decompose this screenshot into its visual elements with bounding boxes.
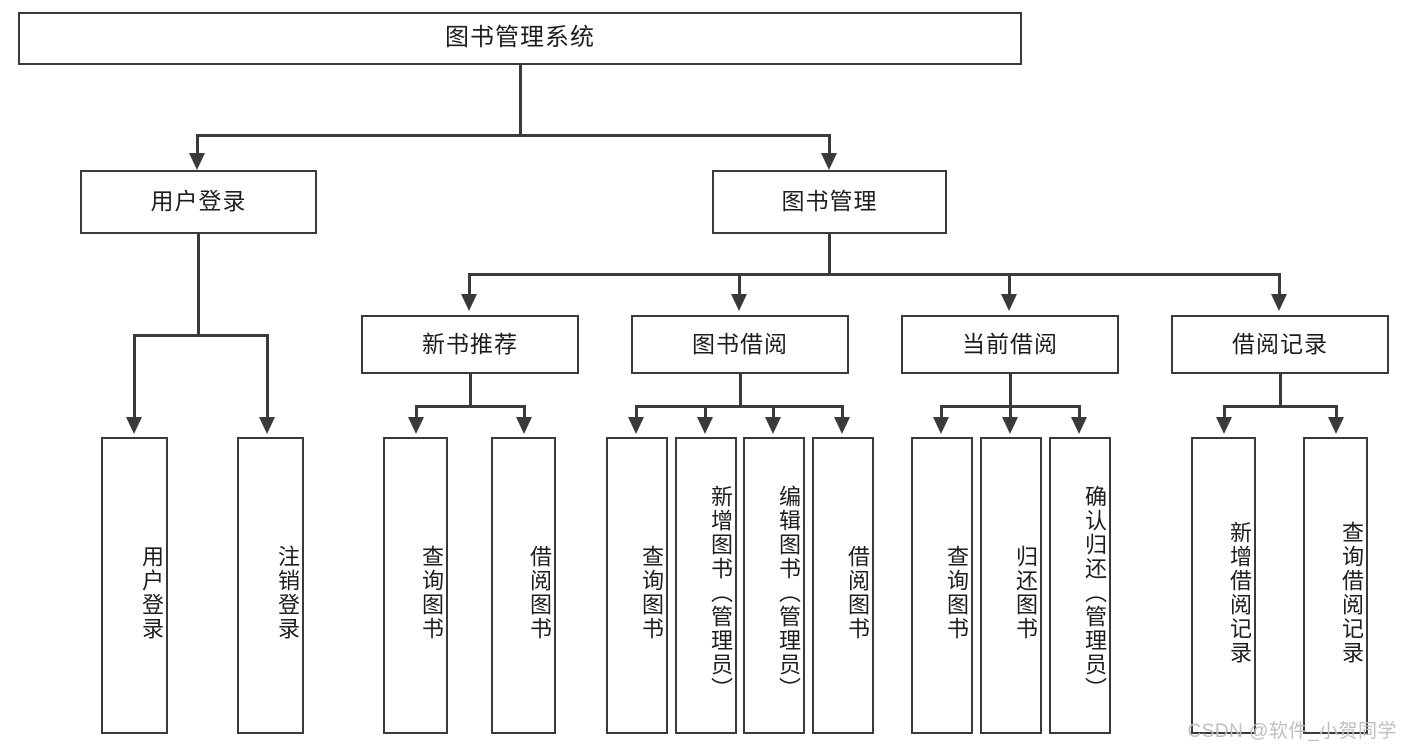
arrowhead-cb-query-book <box>933 417 949 434</box>
leaf-bb-borrow-book[interactable]: 借阅图书 <box>812 437 874 734</box>
node-label: 图书借阅 <box>692 330 788 357</box>
node-borrow-record[interactable]: 借阅记录 <box>1171 315 1389 374</box>
connector-new-book-bar <box>415 405 525 408</box>
connector-root-stem <box>519 65 522 135</box>
node-label: 注销登录 <box>275 544 300 641</box>
arrowhead-bb-add-book <box>697 417 713 434</box>
node-label: 新书推荐 <box>422 330 518 357</box>
node-label: 图书管理 <box>781 188 878 215</box>
connector-user-login-bar <box>133 334 268 337</box>
arrowhead-current-borrow <box>1001 294 1017 311</box>
leaf-cb-query-book[interactable]: 查询图书 <box>911 437 973 734</box>
connector-borrow-record-stem <box>1279 374 1282 407</box>
arrowhead-book-borrow <box>731 294 747 311</box>
arrowhead-book-mgmt <box>821 153 837 170</box>
node-label: 借阅记录 <box>1232 330 1328 357</box>
connector-bb-to-leaf-3 <box>772 405 775 420</box>
node-label: 图书管理系统 <box>445 24 595 52</box>
connector-book-borrow-bar <box>635 405 843 408</box>
arrowhead-cb-return-book <box>1002 417 1018 434</box>
connector-new-book-to-leaf-1 <box>415 405 418 420</box>
leaf-br-add-record[interactable]: 新增借阅记录 <box>1191 437 1256 734</box>
connector-cb-to-leaf-3 <box>1078 405 1081 420</box>
leaf-cb-confirm-return[interactable]: 确认归还（管理员） <box>1049 437 1111 734</box>
connector-book-mgmt-to-current-borrow <box>1008 273 1011 297</box>
arrowhead-bb-query-book <box>628 417 644 434</box>
leaf-cb-return-book[interactable]: 归还图书 <box>980 437 1042 734</box>
leaf-logout[interactable]: 注销登录 <box>237 437 304 734</box>
arrowhead-bb-edit-book <box>765 417 781 434</box>
leaf-br-query-record[interactable]: 查询借阅记录 <box>1303 437 1368 734</box>
leaf-bb-query-book[interactable]: 查询图书 <box>606 437 668 734</box>
connector-book-mgmt-bar <box>468 273 1281 276</box>
arrowhead-borrow-record <box>1271 294 1287 311</box>
connector-cb-to-leaf-1 <box>940 405 943 420</box>
node-root-library-system[interactable]: 图书管理系统 <box>18 12 1022 65</box>
connector-book-borrow-stem <box>739 374 742 407</box>
node-new-book-recommend[interactable]: 新书推荐 <box>361 315 579 374</box>
arrowhead-leaf-logout <box>259 417 275 434</box>
node-book-management[interactable]: 图书管理 <box>712 170 947 234</box>
node-label: 借阅图书 <box>527 544 552 641</box>
node-label: 查询图书 <box>639 544 664 641</box>
leaf-nb-borrow-book[interactable]: 借阅图书 <box>491 437 556 734</box>
node-book-borrow[interactable]: 图书借阅 <box>631 315 849 374</box>
connector-book-mgmt-to-borrow-record <box>1278 273 1281 297</box>
node-label: 新增图书（管理员） <box>708 484 733 701</box>
node-label: 查询图书 <box>419 544 444 641</box>
connector-user-login-stem <box>197 234 200 336</box>
connector-new-book-to-leaf-2 <box>523 405 526 420</box>
node-label: 用户登录 <box>139 544 164 641</box>
node-label: 当前借阅 <box>962 330 1058 357</box>
arrowhead-cb-confirm-return <box>1071 417 1087 434</box>
connector-borrow-record-bar <box>1223 405 1337 408</box>
connector-bb-to-leaf-1 <box>635 405 638 420</box>
node-user-login[interactable]: 用户登录 <box>80 170 317 234</box>
connector-book-mgmt-to-book-borrow <box>738 273 741 297</box>
connector-new-book-stem <box>469 374 472 407</box>
node-label: 借阅图书 <box>845 544 870 641</box>
connector-root-bar <box>196 134 830 137</box>
connector-user-login-to-leaf-2 <box>266 334 269 420</box>
node-label: 新增借阅记录 <box>1227 520 1252 665</box>
arrowhead-user-login <box>189 153 205 170</box>
connector-user-login-to-leaf-1 <box>133 334 136 420</box>
arrowhead-new-book-recommend <box>461 294 477 311</box>
arrowhead-nb-query-book <box>408 417 424 434</box>
arrowhead-br-add-record <box>1216 417 1232 434</box>
connector-bb-to-leaf-2 <box>704 405 707 420</box>
arrowhead-nb-borrow-book <box>516 417 532 434</box>
connector-br-to-leaf-1 <box>1223 405 1226 420</box>
connector-current-borrow-stem <box>1009 374 1012 407</box>
node-label: 编辑图书（管理员） <box>776 484 801 701</box>
connector-root-to-book-mgmt <box>828 134 831 159</box>
arrowhead-leaf-user-login <box>126 417 142 434</box>
connector-br-to-leaf-2 <box>1335 405 1338 420</box>
node-label: 用户登录 <box>150 188 247 215</box>
csdn-watermark: CSDN @软件_小贺同学 <box>1187 721 1397 742</box>
node-current-borrow[interactable]: 当前借阅 <box>901 315 1119 374</box>
leaf-bb-add-book[interactable]: 新增图书（管理员） <box>675 437 737 734</box>
connector-root-to-user-login <box>196 134 199 159</box>
arrowhead-br-query-record <box>1328 417 1344 434</box>
node-label: 查询借阅记录 <box>1339 520 1364 665</box>
connector-bb-to-leaf-4 <box>841 405 844 420</box>
node-label: 查询图书 <box>944 544 969 641</box>
leaf-nb-query-book[interactable]: 查询图书 <box>383 437 448 734</box>
connector-book-mgmt-stem <box>828 233 831 275</box>
arrowhead-bb-borrow-book <box>834 417 850 434</box>
leaf-user-login[interactable]: 用户登录 <box>101 437 168 734</box>
node-label: 确认归还（管理员） <box>1082 484 1107 701</box>
connector-cb-to-leaf-2 <box>1009 405 1012 420</box>
node-label: 归还图书 <box>1013 544 1038 641</box>
connector-book-mgmt-to-new-book <box>468 273 471 297</box>
leaf-bb-edit-book[interactable]: 编辑图书（管理员） <box>743 437 805 734</box>
